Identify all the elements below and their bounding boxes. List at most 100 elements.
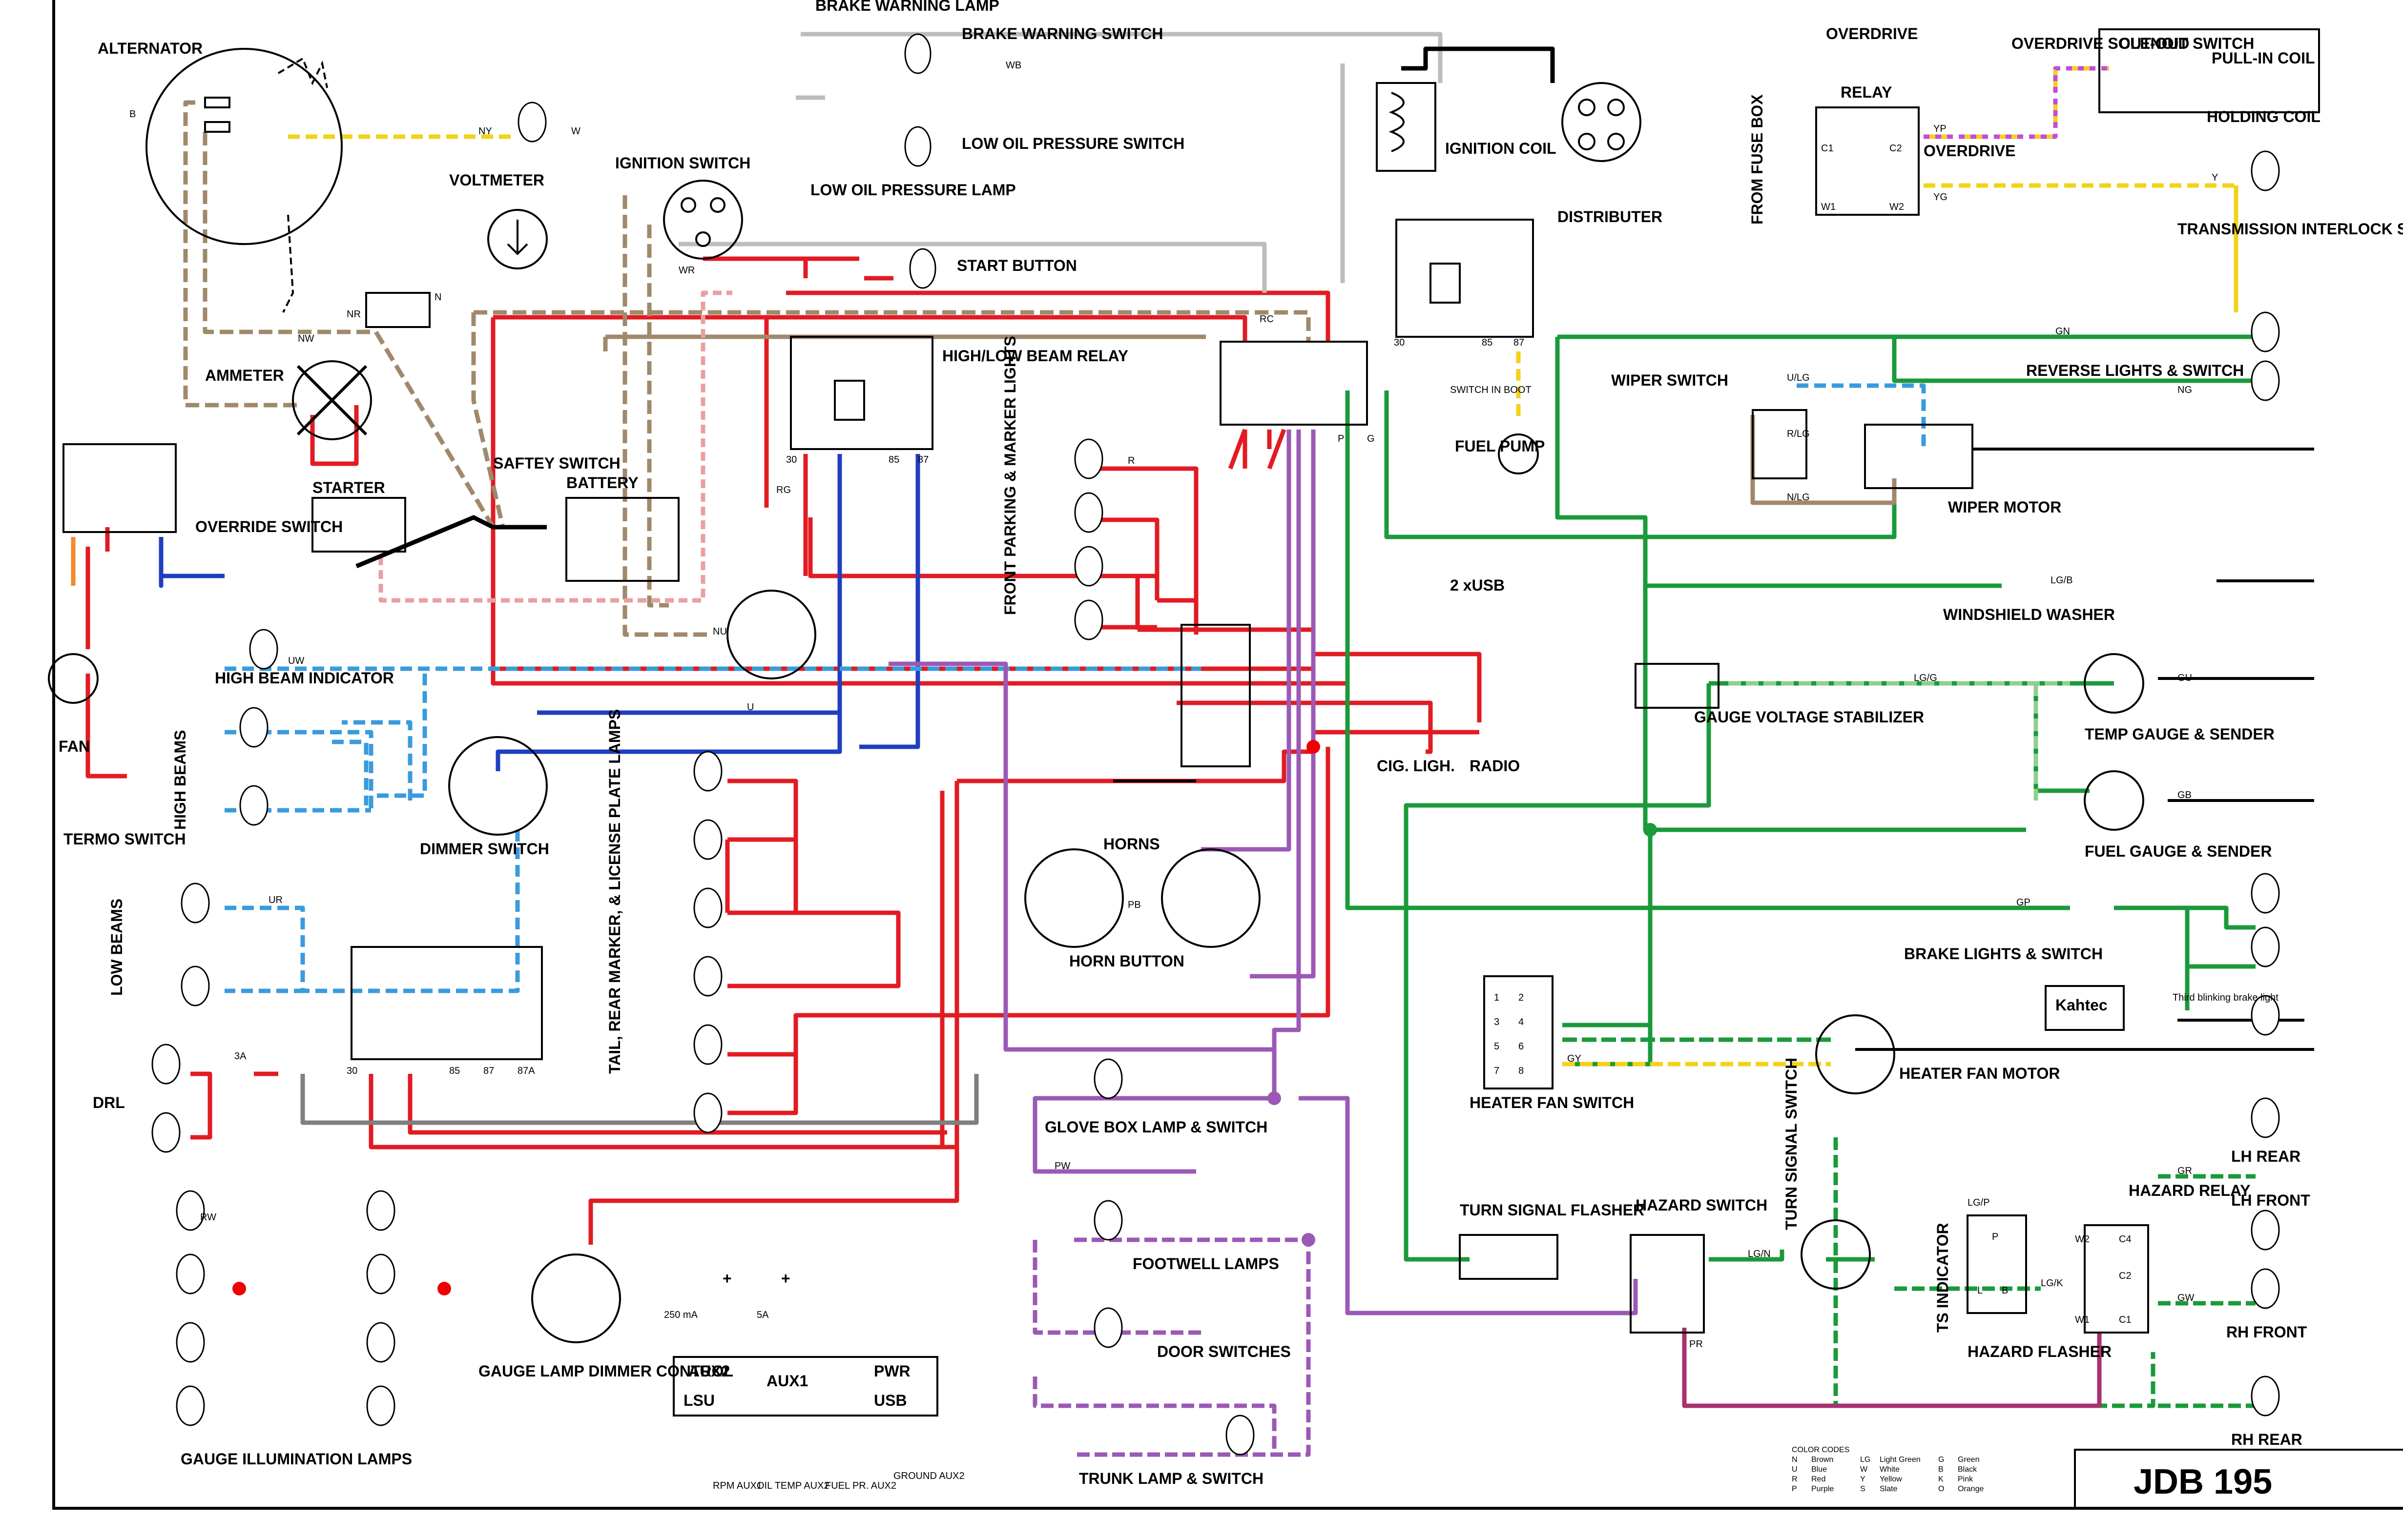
wire-label-w-1: W — [571, 126, 580, 137]
wire-grey-drl — [300, 1074, 979, 1125]
high-low-beam-relay-box — [790, 336, 933, 450]
wire-label-gy: GY — [1567, 1053, 1581, 1064]
high-beam-indicator-bulb — [249, 629, 278, 670]
label-fuel-gauge: FUEL GAUGE & SENDER — [2085, 842, 2272, 860]
override-relay-box — [62, 443, 177, 533]
label-ignition-coil: IGNITION COIL — [1445, 140, 1556, 157]
heater-pin-2: 2 — [1518, 992, 1524, 1003]
front-parking-bulb-2 — [1074, 492, 1103, 533]
alternator-terminal-b — [204, 121, 230, 133]
wires — [71, 32, 2314, 1457]
wire-red-white — [378, 290, 732, 603]
label-plus-1: + — [723, 1270, 732, 1287]
wire-label-rg: RG — [776, 485, 791, 495]
label-aux1: AUX1 — [766, 1372, 808, 1390]
label-ts-indicator: TS INDICATOR — [1934, 1223, 1951, 1333]
label-cig-ligh: CIG. LIGH. — [1377, 757, 1455, 775]
wire-label-y: Y — [2212, 172, 2218, 183]
label-heater-fan-motor: HEATER FAN MOTOR — [1899, 1065, 2060, 1082]
label-horns: HORNS — [1103, 835, 1160, 853]
ts-indicator-p: P — [1992, 1232, 1998, 1242]
distributer-symbol — [1561, 82, 1641, 162]
label-glove-box: GLOVE BOX LAMP & SWITCH — [1045, 1118, 1267, 1136]
label-termo-switch: TERMO SWITCH — [63, 830, 186, 848]
svg-text:LG: LG — [1860, 1456, 1870, 1464]
tail-bulb-2 — [693, 819, 723, 860]
ts-indicator-l: L — [1977, 1285, 1983, 1296]
wire-label-rw: RW — [200, 1212, 216, 1223]
wire-label-lg-n: LG/N — [1748, 1249, 1771, 1259]
junction-green-1 — [1643, 823, 1657, 837]
ignition-contact-1 — [681, 197, 696, 213]
svg-text:Green: Green — [1958, 1456, 1979, 1464]
label-brake-warning-switch: BRAKE WARNING SWITCH — [962, 25, 1163, 42]
label-reverse-lights: REVERSE LIGHTS & SWITCH — [2026, 362, 2244, 379]
label-drl: DRL — [93, 1094, 125, 1111]
wire-label-gu: GU — [2177, 673, 2192, 683]
wire-label-u-lg: U/LG — [1787, 372, 1810, 383]
svg-text:S: S — [1860, 1485, 1865, 1493]
glove-box-bulb — [1094, 1058, 1123, 1099]
drl-relay-pin-87: 87 — [483, 1066, 494, 1076]
svg-text:Brown: Brown — [1811, 1456, 1833, 1464]
label-drl-fuse: 3A — [234, 1051, 247, 1062]
wire-label-uw: UW — [288, 656, 304, 666]
label-start-button: START BUTTON — [957, 257, 1077, 274]
legend-row-1: N Brown LG Light Green G Green — [1792, 1456, 1979, 1464]
wire-blue-white-beams — [225, 730, 520, 993]
alternator-winding — [277, 57, 328, 313]
gauge-illum-bulb-8 — [366, 1385, 395, 1426]
label-dimmer-switch: DIMMER SWITCH — [420, 840, 549, 858]
drl-bulb-2 — [151, 1112, 181, 1153]
drl-relay-pin-30: 30 — [347, 1066, 357, 1076]
high-beam-bulb-2 — [239, 785, 269, 826]
wire-label-nw: NW — [298, 333, 314, 344]
label-temp-gauge: TEMP GAUGE & SENDER — [2085, 725, 2275, 743]
od-relay-c1: C1 — [1821, 143, 1834, 154]
hazard-switch-box — [1630, 1234, 1705, 1334]
label-fuel-pr-aux2: FUEL PR. AUX2 — [825, 1480, 896, 1491]
label-lsu: LSU — [684, 1392, 715, 1409]
hazard-w2: W2 — [2075, 1234, 2090, 1245]
svg-text:W: W — [1860, 1465, 1868, 1474]
front-parking-bulb-4 — [1074, 599, 1103, 640]
wire-black-dist — [1401, 46, 1555, 83]
svg-text:N: N — [1792, 1456, 1798, 1464]
legend-row-4: P Purple S Slate O Orange — [1792, 1485, 1984, 1493]
wire-label-r-1: R — [1128, 455, 1135, 466]
label-fan: FAN — [59, 738, 90, 755]
gauge-illum-bulb-2 — [176, 1253, 205, 1294]
wire-blue-dimmer — [537, 674, 842, 715]
pump-relay-box — [1395, 219, 1534, 338]
pump-relay-pin-30: 30 — [1394, 337, 1405, 348]
labels: ALTERNATOR VOLTMETER IGNITION SWITCH BRA… — [59, 0, 2403, 1491]
od-relay-w2: W2 — [1889, 202, 1904, 212]
start-button-lamp — [909, 248, 936, 289]
label-hazard-flasher: HAZARD FLASHER — [1968, 1343, 2112, 1360]
heater-pin-3: 3 — [1494, 1017, 1499, 1027]
wire-label-wb: WB — [1006, 60, 1021, 71]
label-gauge-lamp-dimmer: GAUGE LAMP DIMMER CONTROL — [478, 1362, 733, 1380]
wire-label-yg: YG — [1933, 192, 1947, 203]
wire-green-washer — [1643, 583, 2002, 683]
heater-pin-4: 4 — [1518, 1017, 1524, 1027]
label-pull-in-coil: PULL-IN COIL — [2212, 49, 2315, 67]
label-turn-signal-flasher: TURN SIGNAL FLASHER — [1460, 1201, 1644, 1219]
wire-label-u: U — [747, 702, 754, 713]
label-distributer: DISTRIBUTER — [1557, 208, 1662, 226]
label-oil-temp-aux2: OIL TEMP AUX2 — [757, 1480, 829, 1491]
label-front-parking: FRONT PARKING & MARKER LIGHTS — [1001, 336, 1019, 615]
wire-label-lg-p: LG/P — [1968, 1197, 1990, 1208]
svg-text:K: K — [1938, 1475, 1944, 1483]
svg-text:R: R — [1792, 1475, 1798, 1483]
overdrive-solenoid-box — [2098, 28, 2320, 113]
label-saftey-switch: SAFTEY SWITCH — [493, 454, 621, 472]
wire-brown-alt — [183, 100, 495, 529]
label-lh-front: LH FRONT — [2231, 1191, 2310, 1209]
ammeter-symbol — [292, 360, 372, 440]
svg-text:Y: Y — [1860, 1475, 1865, 1483]
wire-label-n: N — [435, 292, 441, 303]
heater-fan-switch-box — [1483, 975, 1554, 1089]
gauge-illum-bulb-7 — [366, 1322, 395, 1363]
